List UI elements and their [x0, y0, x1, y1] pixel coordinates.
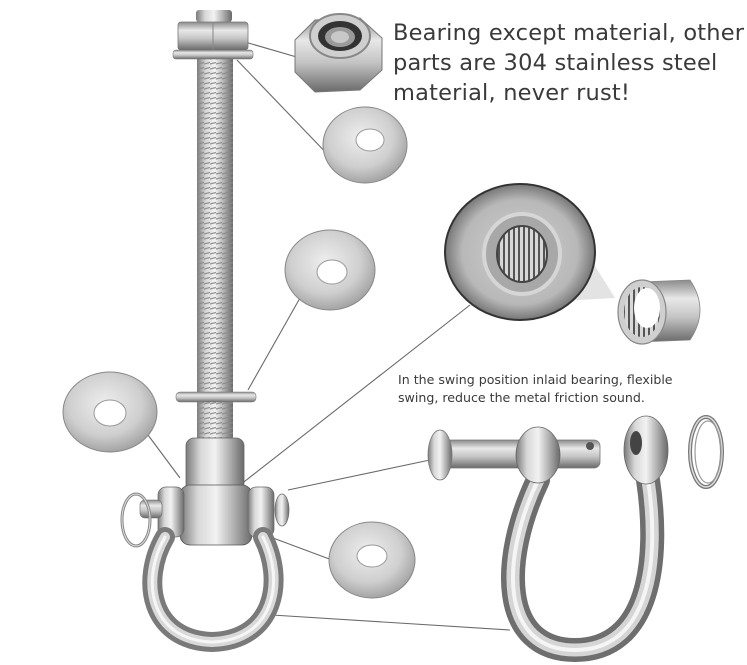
leader-lower-washer	[264, 534, 333, 561]
material-caption-line-1: Bearing except material, other	[393, 20, 745, 46]
leader-nut	[244, 41, 301, 59]
clevis-pin	[427, 429, 601, 481]
needle-bearing	[617, 279, 701, 345]
washer-middle	[284, 229, 376, 311]
bow-shackle	[501, 415, 669, 663]
leader-lines	[147, 41, 511, 631]
leader-middle-washer	[247, 297, 301, 391]
bearing-closeup	[444, 183, 615, 321]
washer-lower	[328, 521, 416, 599]
material-caption: Bearing except material, other parts are…	[393, 18, 745, 108]
leader-shackle	[271, 614, 511, 631]
leader-top-washer	[236, 59, 334, 161]
assembled-middle-washer	[175, 391, 257, 403]
swivel-assembly	[120, 437, 290, 653]
split-ring	[688, 415, 724, 489]
material-caption-line-2: parts are 304 stainless steel	[393, 50, 718, 76]
bearing-caption-line-1: In the swing position inlaid bearing, fl…	[398, 372, 673, 387]
material-caption-line-3: material, never rust!	[393, 80, 631, 106]
leader-left-washer	[147, 434, 181, 479]
washer-left	[62, 371, 158, 453]
threaded-bolt	[196, 10, 233, 452]
leader-pin	[287, 459, 431, 491]
bearing-caption-line-2: swing, reduce the metal friction sound.	[398, 390, 645, 405]
assembled-nut	[172, 21, 254, 60]
leader-bearing	[239, 304, 471, 486]
washer-top	[322, 106, 408, 184]
bearing-caption: In the swing position inlaid bearing, fl…	[398, 371, 743, 407]
nylon-lock-nut	[294, 13, 383, 93]
